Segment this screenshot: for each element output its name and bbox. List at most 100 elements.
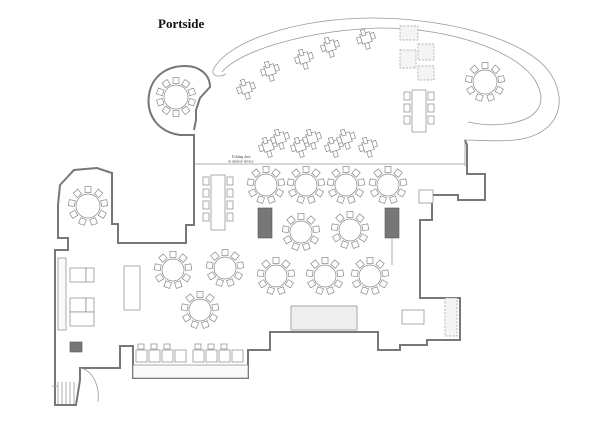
square-table (336, 128, 356, 150)
pillar (257, 207, 273, 239)
chair (333, 39, 340, 48)
chair (381, 269, 390, 278)
table-top (163, 84, 189, 110)
chair (366, 257, 374, 264)
chair (290, 144, 297, 153)
chair (332, 233, 342, 243)
chair (359, 28, 367, 37)
chair (328, 50, 335, 58)
chair (357, 178, 366, 187)
chair (246, 178, 255, 187)
left-table (69, 267, 87, 283)
table-top (472, 69, 498, 95)
chair (184, 263, 193, 272)
table-top (358, 264, 382, 288)
door-swing (79, 367, 99, 403)
chair (364, 42, 371, 50)
chair (354, 188, 364, 198)
chair (239, 78, 247, 87)
chair (312, 225, 321, 234)
chair (346, 211, 354, 218)
chair (278, 142, 285, 150)
chair (307, 51, 314, 60)
chair (72, 188, 83, 199)
chair (263, 60, 271, 69)
table-top (161, 258, 185, 282)
chair (261, 136, 269, 145)
chair (236, 86, 243, 95)
chair (355, 259, 365, 269)
chair (270, 136, 277, 145)
chair (298, 150, 305, 158)
terrace-inner-outline (221, 27, 542, 126)
chair (261, 259, 271, 269)
chair (378, 195, 387, 204)
side-counter (444, 297, 458, 337)
round-table (281, 213, 321, 251)
chair (274, 188, 284, 198)
chair (172, 110, 180, 117)
chair (296, 195, 305, 204)
chair (293, 136, 301, 145)
chair (169, 251, 177, 258)
chair (286, 215, 296, 225)
chair (187, 87, 196, 97)
lounge-block (417, 43, 435, 61)
chair (277, 286, 286, 295)
chair (256, 269, 265, 278)
banquet-row-left (202, 174, 234, 231)
chair (291, 168, 301, 178)
square-table (358, 136, 378, 158)
chair (271, 168, 281, 178)
chair (258, 144, 265, 153)
chair (174, 280, 183, 289)
round-table (330, 211, 370, 249)
square-table (258, 136, 278, 158)
chair (272, 257, 280, 264)
chair (340, 240, 349, 249)
chair (256, 195, 265, 204)
chair (464, 75, 473, 83)
chair (201, 320, 210, 329)
chair (317, 178, 326, 187)
square-table (270, 128, 290, 150)
chair (368, 178, 377, 187)
round-table (305, 257, 345, 295)
chair (260, 68, 267, 77)
chair (288, 188, 298, 198)
chair (273, 128, 281, 137)
chair (305, 269, 314, 278)
chair (481, 62, 489, 69)
chair (187, 97, 196, 107)
chair (163, 280, 172, 289)
wall-rotunda (147, 64, 212, 164)
square-tables (236, 28, 378, 158)
chair (332, 150, 339, 158)
chair (266, 286, 275, 295)
square-table (324, 136, 344, 158)
side-table (401, 309, 425, 325)
chair (336, 195, 345, 204)
chair (182, 313, 192, 323)
chair (309, 235, 319, 245)
chair (67, 199, 76, 207)
folding-door-label-line1: Folding door (232, 155, 251, 159)
folding-door-label-line2: in outdoor terrace (228, 160, 254, 164)
chair (297, 48, 305, 57)
stage (290, 305, 358, 331)
chair (249, 81, 256, 90)
chair (396, 188, 406, 198)
chair (302, 166, 310, 173)
chair (342, 166, 350, 173)
chair (351, 168, 361, 178)
chair (490, 64, 501, 75)
chair (85, 267, 95, 283)
left-bench (57, 257, 67, 331)
chair (281, 225, 290, 234)
lounge-block (399, 49, 417, 69)
chair (190, 320, 199, 329)
table-top (188, 298, 212, 322)
chair (181, 79, 191, 89)
